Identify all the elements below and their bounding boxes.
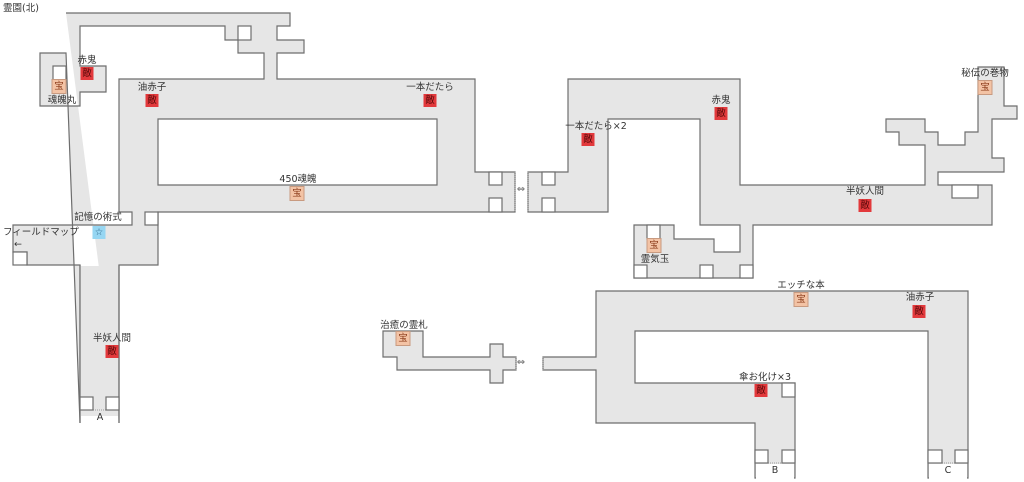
east-area xyxy=(527,66,1018,279)
enemy-label: 油赤子 xyxy=(137,82,167,93)
enemy-icon[interactable]: 敵 xyxy=(581,133,595,146)
treasure-label: 魂魄丸 xyxy=(47,95,77,106)
west-area xyxy=(12,12,516,424)
enemy-label: 傘お化け×3 xyxy=(738,372,792,383)
treasure-icon[interactable]: 宝 xyxy=(977,80,993,95)
treasure-icon[interactable]: 宝 xyxy=(793,292,809,307)
enemy-label: 半妖人間 xyxy=(845,186,885,197)
enemy-label: 赤鬼 xyxy=(77,55,97,66)
enemy-label: 油赤子 xyxy=(905,292,935,303)
enemy-icon[interactable]: 敵 xyxy=(105,345,119,358)
treasure-icon[interactable]: 宝 xyxy=(289,186,305,201)
treasure-label: 450魂魄 xyxy=(279,174,317,185)
warp-icon[interactable]: ⇔ xyxy=(516,357,526,368)
exit-b-label[interactable]: B xyxy=(771,465,779,476)
enemy-icon[interactable]: 敵 xyxy=(858,199,872,212)
treasure-icon[interactable]: 宝 xyxy=(395,331,411,346)
save-point-label: 記憶の術式 xyxy=(74,212,122,223)
enemy-icon[interactable]: 敵 xyxy=(714,107,728,120)
treasure-label: 秘伝の巻物 xyxy=(961,68,1009,79)
enemy-icon[interactable]: 敵 xyxy=(423,94,437,107)
enemy-label: 一本だたら xyxy=(406,82,454,93)
treasure-label: エッチな本 xyxy=(777,280,825,291)
enemy-icon[interactable]: 敵 xyxy=(145,94,159,107)
exit-a-label[interactable]: A xyxy=(96,412,104,423)
treasure-icon[interactable]: 宝 xyxy=(646,238,662,253)
map-title: 霊園(北) xyxy=(3,3,39,14)
enemy-icon[interactable]: 敵 xyxy=(912,305,926,318)
treasure-label: 霊気玉 xyxy=(640,254,670,265)
exit-c-label[interactable]: C xyxy=(944,465,952,476)
star-icon[interactable]: ☆ xyxy=(92,226,106,239)
enemy-label: 赤鬼 xyxy=(711,95,731,106)
treasure-icon[interactable]: 宝 xyxy=(51,79,67,94)
arrow-left-icon[interactable]: ← xyxy=(14,239,22,250)
treasure-label: 治癒の霊札 xyxy=(380,320,428,331)
enemy-icon[interactable]: 敵 xyxy=(754,384,768,397)
enemy-label: 一本だたら×2 xyxy=(565,121,627,132)
field-map-label[interactable]: フィールドマップ xyxy=(3,227,79,238)
enemy-icon[interactable]: 敵 xyxy=(80,67,94,80)
enemy-label: 半妖人間 xyxy=(92,333,132,344)
warp-icon[interactable]: ⇔ xyxy=(516,184,526,195)
